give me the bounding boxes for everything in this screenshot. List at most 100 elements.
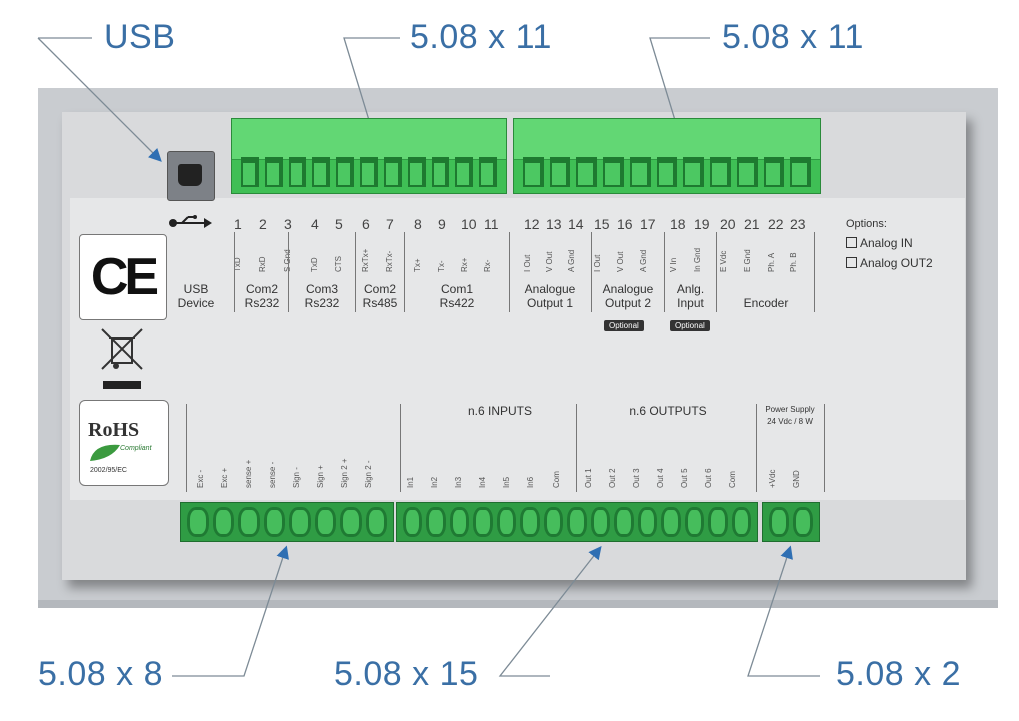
bottom-signal-label: Out 6 — [704, 468, 713, 488]
separator — [509, 232, 510, 312]
bottom-signal-label: In4 — [478, 476, 487, 488]
separator — [576, 404, 577, 492]
bottom-signal-label: +Vdc — [768, 469, 777, 488]
group-com2-rs232: Com2 Rs232 — [244, 282, 280, 310]
separator — [756, 404, 757, 492]
bottom-signal-label: Sign 2 - — [364, 460, 373, 488]
bottom-signal-label: Out 2 — [608, 468, 617, 488]
top-signal-label: Rx+ — [460, 257, 469, 272]
power-supply-label: Power Supply — [765, 405, 815, 414]
terminal-block-bottom-right — [762, 502, 820, 542]
separator — [824, 404, 825, 492]
pin-number: 20 — [720, 216, 736, 232]
pin-number: 4 — [311, 216, 319, 232]
optional-badge: Optional — [670, 320, 710, 331]
bottom-signal-label: In3 — [454, 476, 463, 488]
pin-number: 5 — [335, 216, 343, 232]
top-signal-label: Ph. B — [789, 252, 798, 272]
pin-number: 19 — [694, 216, 710, 232]
top-signal-label: I Out — [593, 254, 602, 272]
bottom-signal-label: In6 — [526, 476, 535, 488]
label-area — [70, 198, 965, 500]
bottom-signal-label: Out 1 — [584, 468, 593, 488]
group-power-supply: Power Supply 24 Vdc / 8 W — [758, 404, 822, 428]
callout-top-left: 5.08 x 11 — [410, 18, 552, 56]
separator — [591, 232, 592, 312]
top-signal-label: In Gnd — [693, 247, 702, 272]
pin-number: 18 — [670, 216, 686, 232]
pin-number: 21 — [744, 216, 760, 232]
group-analog-input: Anlg. Input — [676, 282, 705, 310]
group-analogue-output-2: Analogue Output 2 — [602, 282, 654, 310]
terminal-block-top-right — [513, 118, 821, 194]
top-signal-label: Ph. A — [767, 252, 776, 272]
top-signal-label: RxTx- — [385, 250, 394, 272]
callout-top-right: 5.08 x 11 — [722, 18, 864, 56]
group-com3-rs232: Com3 Rs232 — [304, 282, 340, 310]
separator — [186, 404, 187, 492]
rohs-title: RoHS — [88, 419, 140, 441]
top-signal-label: TxD — [310, 257, 319, 272]
separator — [716, 232, 717, 312]
callout-usb: USB — [104, 18, 176, 56]
top-signal-label: E Vdc — [719, 250, 728, 272]
ce-mark: CE — [79, 234, 167, 320]
pin-number: 12 — [524, 216, 540, 232]
bottom-signal-label: In5 — [502, 476, 511, 488]
option-label: Analog OUT2 — [860, 256, 933, 270]
pin-number: 3 — [284, 216, 292, 232]
group-inputs: n.6 INPUTS — [467, 404, 533, 418]
terminal-block-bottom-center — [396, 502, 758, 542]
checkbox — [846, 237, 857, 248]
bottom-signal-label: GND — [792, 470, 801, 488]
top-signal-label: Tx+ — [413, 258, 422, 272]
separator — [400, 404, 401, 492]
checkbox — [846, 257, 857, 268]
top-signal-label: V In — [669, 257, 678, 272]
option-analog-out2: Analog OUT2 — [846, 256, 933, 270]
pin-number: 15 — [594, 216, 610, 232]
top-signal-label: V Out — [545, 251, 554, 272]
rohs-badge: RoHS Compliant 2002/95/EC — [79, 400, 169, 486]
separator — [814, 232, 815, 312]
top-signal-label: I Out — [523, 254, 532, 272]
pin-number: 14 — [568, 216, 584, 232]
pin-number: 6 — [362, 216, 370, 232]
power-supply-spec: 24 Vdc / 8 W — [767, 417, 813, 426]
bottom-signal-label: Sign - — [292, 467, 301, 488]
pin-number: 13 — [546, 216, 562, 232]
terminal-block-top-left — [231, 118, 507, 194]
weee-bin-icon — [101, 328, 143, 370]
separator — [404, 232, 405, 312]
separator — [355, 232, 356, 312]
top-signal-label: A Gnd — [639, 249, 648, 272]
top-signal-label: RxTx+ — [361, 248, 370, 272]
pin-number: 23 — [790, 216, 806, 232]
options-title: Options: — [846, 218, 887, 230]
top-signal-label: V Out — [616, 251, 625, 272]
top-signal-label: A Gnd — [567, 249, 576, 272]
bottom-signal-label: Exc - — [196, 469, 205, 488]
group-encoder: Encoder — [743, 296, 789, 310]
pin-number: 16 — [617, 216, 633, 232]
top-signal-label: E Gnd — [743, 249, 752, 272]
option-analog-in: Analog IN — [846, 236, 913, 250]
callout-bottom-center: 5.08 x 15 — [334, 655, 479, 693]
pin-number: 17 — [640, 216, 656, 232]
bottom-signal-label: sense - — [268, 461, 277, 488]
weee-bar — [103, 381, 141, 389]
bottom-signal-label: Out 3 — [632, 468, 641, 488]
bottom-signal-label: Out 5 — [680, 468, 689, 488]
usb-icon — [169, 215, 212, 228]
optional-badge: Optional — [604, 320, 644, 331]
separator — [234, 232, 235, 312]
pin-number: 22 — [768, 216, 784, 232]
top-signal-label: Rx- — [483, 259, 492, 272]
bottom-signal-label: Com — [728, 471, 737, 488]
pin-number: 11 — [484, 216, 499, 232]
bottom-signal-label: In1 — [406, 476, 415, 488]
bottom-signal-label: Com — [552, 471, 561, 488]
pin-number: 7 — [386, 216, 394, 232]
bottom-signal-label: Sign + — [316, 465, 325, 488]
